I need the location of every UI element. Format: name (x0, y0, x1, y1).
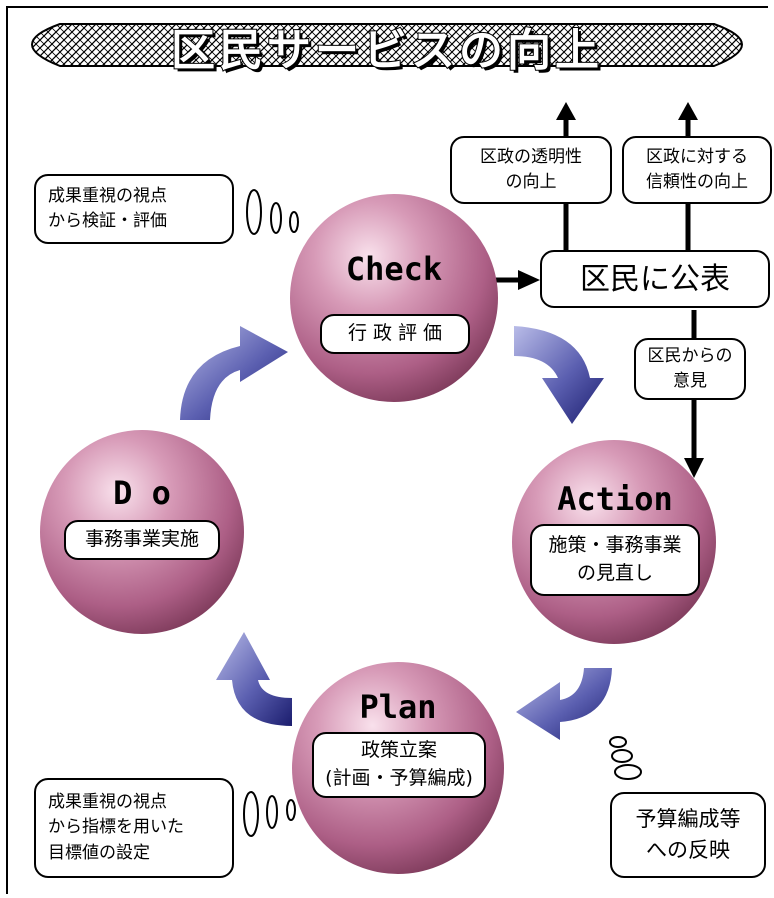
cycle-arrow-plan-to-do (216, 632, 292, 726)
thought-bubbles-budget (609, 736, 642, 780)
budget-note: 予算編成等 への反映 (610, 792, 766, 878)
action-title: Action (557, 480, 673, 518)
cycle-arrow-do-to-check (180, 326, 288, 420)
banner-shape (31, 23, 743, 67)
opinion-box: 区民からの 意見 (634, 338, 746, 400)
transparency-box: 区政の透明性 の向上 (450, 136, 612, 204)
do-label-box: 事務事業実施 (64, 520, 220, 560)
action-label-box: 施策・事務事業 の見直し (530, 524, 700, 596)
thought-bubbles-check (246, 189, 299, 235)
outer-frame (6, 6, 768, 894)
cycle-arrow-action-to-plan (516, 668, 612, 740)
check-sphere (290, 194, 498, 402)
publish-arrow (496, 270, 540, 290)
plan-note: 成果重視の視点 から指標を用いた 目標値の設定 (34, 778, 234, 878)
plan-label-box: 政策立案 (計画・予算編成) (312, 732, 486, 798)
plan-title: Plan (359, 688, 437, 726)
thought-bubbles-plan (243, 791, 296, 837)
publish-box: 区民に公表 (540, 250, 770, 308)
banner-title: 区民サービスの向上 (170, 24, 603, 77)
check-note: 成果重視の視点 から検証・評価 (34, 174, 234, 244)
check-title: Check (345, 250, 443, 288)
check-label-box: 行 政 評 価 (320, 314, 470, 354)
cycle-arrow-check-to-action (514, 326, 604, 424)
do-title: D o (113, 474, 171, 512)
trust-box: 区政に対する 信頼性の向上 (622, 136, 772, 204)
